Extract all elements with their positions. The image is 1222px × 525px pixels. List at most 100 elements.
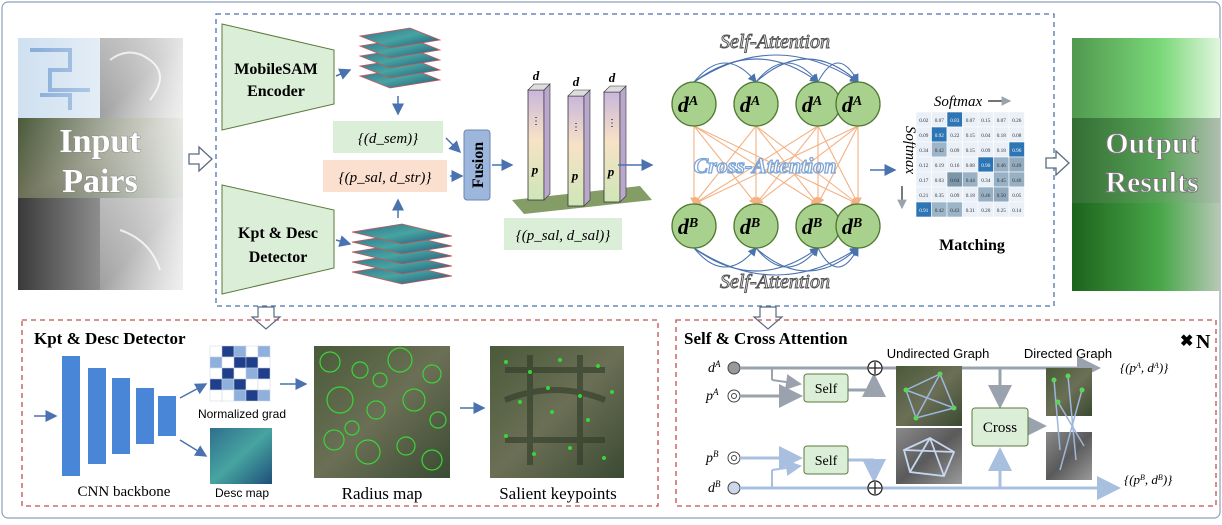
cnn-label: CNN backbone	[78, 484, 171, 500]
matrix-cell-value: 0.09	[950, 193, 959, 199]
attention-panel	[675, 319, 1217, 507]
node-dB-3: dB	[795, 203, 841, 249]
matrix-cell-value: 0.46	[1012, 178, 1021, 184]
cross-box	[971, 407, 1029, 447]
encoder-line2: Encoder	[247, 83, 305, 100]
matrix-cell-value: 0.42	[935, 208, 944, 214]
detector-panel-title: Kpt & Desc Detector	[34, 329, 186, 348]
sal-str-feature-box	[323, 160, 447, 192]
matrix-cell-value: 0.46	[997, 163, 1006, 169]
semantic-feature-stack	[358, 27, 442, 89]
input-dA-label: dA	[708, 359, 721, 376]
stack-d-label: d	[533, 68, 540, 83]
hollow-arrow-icon	[188, 145, 213, 173]
svg-text:dA: dA	[740, 92, 760, 117]
pB-input-node	[727, 451, 741, 465]
sal-feature-box	[504, 218, 622, 250]
node-dA-4: dA	[835, 81, 881, 127]
matrix-cell-value: 0.02	[919, 118, 928, 124]
matrix-cell-value: 0.25	[997, 208, 1006, 214]
salient-label: Salient keypoints	[499, 484, 617, 503]
node-dB-4: dB	[835, 203, 881, 249]
attention-links	[690, 54, 862, 276]
cross-attention-label: Cross-Attention	[693, 153, 836, 178]
matrix-cell-value: 0.50	[997, 193, 1006, 199]
self-box-b	[803, 445, 849, 475]
radius-map-label: Radius map	[342, 484, 423, 503]
matrix-cell-value: 0.26	[1012, 118, 1021, 124]
normalized-grad-grid	[209, 345, 271, 402]
sal-str-feature-label: {(p_sal, d_str)}	[339, 170, 432, 186]
matrix-cell-value: 0.08	[966, 163, 975, 169]
fused-descriptor-stacks: dp⋮dp⋮dp⋮	[512, 68, 652, 214]
matrix-cell-value: 0.18	[997, 148, 1006, 154]
repeat-label: N	[1196, 331, 1211, 353]
matrix-cell-value: 0.09	[981, 148, 990, 154]
matrix-cell-value: 0.08	[1012, 133, 1021, 139]
sem-feature-box	[333, 121, 443, 153]
matrix-cell-value: 0.16	[950, 163, 959, 169]
output-label-line2: Results	[1105, 166, 1198, 199]
descriptor-column-3: d p ⋮	[603, 70, 627, 203]
descriptor-column-2: dp⋮	[567, 74, 591, 207]
add-node-b	[867, 480, 883, 496]
dB-input-node	[727, 481, 741, 495]
desc-map-image	[210, 428, 272, 484]
stack-p-label: p	[607, 164, 615, 179]
fusion-block	[463, 129, 491, 201]
dA-input-node	[727, 361, 741, 375]
svg-text:dB: dB	[802, 214, 822, 239]
matrix-cell-value: 0.34	[981, 178, 990, 184]
attention-panel-title: Self & Cross Attention	[684, 329, 848, 348]
pA-input-node	[727, 389, 741, 403]
input-pB-label: pB	[705, 449, 719, 466]
directed-label: Directed Graph	[1024, 346, 1112, 361]
stack-d-label: d	[609, 70, 616, 85]
matrix-cell-value: 0.07	[997, 118, 1006, 124]
norm-grad-label: Normalized grad	[198, 407, 286, 421]
matrix-cell-value: 0.92	[935, 133, 944, 139]
softmax-v-label: Softmax	[902, 126, 918, 175]
repeat-x-icon: ✖	[1180, 333, 1193, 350]
descriptor-column-1: dp⋮	[527, 68, 551, 201]
node-dA-1: dA	[671, 81, 717, 127]
svg-text:dB: dB	[740, 214, 760, 239]
matrix-cell-value: 0.64	[950, 178, 959, 184]
matrix-cell-value: 0.04	[981, 133, 990, 139]
matrix-cell-value: 0.15	[981, 118, 990, 124]
svg-text:dB: dB	[678, 214, 698, 239]
matrix-cell-value: 0.91	[919, 208, 928, 214]
matrix-cell-value: 0.15	[966, 133, 975, 139]
hollow-arrow-output-icon	[1045, 149, 1070, 177]
cross-box-label: Cross	[983, 420, 1017, 436]
encoder-block	[221, 23, 335, 131]
matrix-cell-value: 0.21	[919, 193, 928, 199]
matrix-cell-value: 0.05	[1012, 193, 1021, 199]
undirected-graph-image	[896, 366, 962, 484]
matrix-cell-value: 0.07	[935, 118, 944, 124]
matrix-cell-value: 0.96	[1012, 148, 1021, 154]
matrix-cell-value: 0.07	[966, 118, 975, 124]
matrix-cell-value: 0.17	[919, 178, 928, 184]
matrix-cell-value: 0.46	[981, 193, 990, 199]
stack-ellipsis: ⋮	[607, 118, 617, 129]
matrix-cell-value: 0.31	[966, 208, 975, 214]
detector-line1: Kpt & Desc	[238, 225, 318, 242]
matrix-cell-value: 0.09	[919, 133, 928, 139]
add-node-a	[867, 360, 883, 376]
input-pA-label: pA	[705, 387, 719, 404]
matrix-cell-value: 0.44	[966, 178, 975, 184]
output-b-label: {(pB, dB)}	[1124, 472, 1173, 487]
matrix-cell-value: 0.15	[966, 148, 975, 154]
matrix-cell-value: 0.45	[997, 178, 1006, 184]
node-dB-1: dB	[671, 203, 717, 249]
undirected-label: Undirected Graph	[887, 346, 990, 361]
matrix-cell-value: 0.19	[935, 163, 944, 169]
output-label-line1: Output	[1105, 127, 1198, 160]
salient-keypoints-image	[490, 346, 624, 478]
matrix-cell-value: 0.34	[919, 148, 928, 154]
output-results-images	[1072, 38, 1220, 291]
sem-feature-label: {(d_sem)}	[358, 131, 418, 147]
